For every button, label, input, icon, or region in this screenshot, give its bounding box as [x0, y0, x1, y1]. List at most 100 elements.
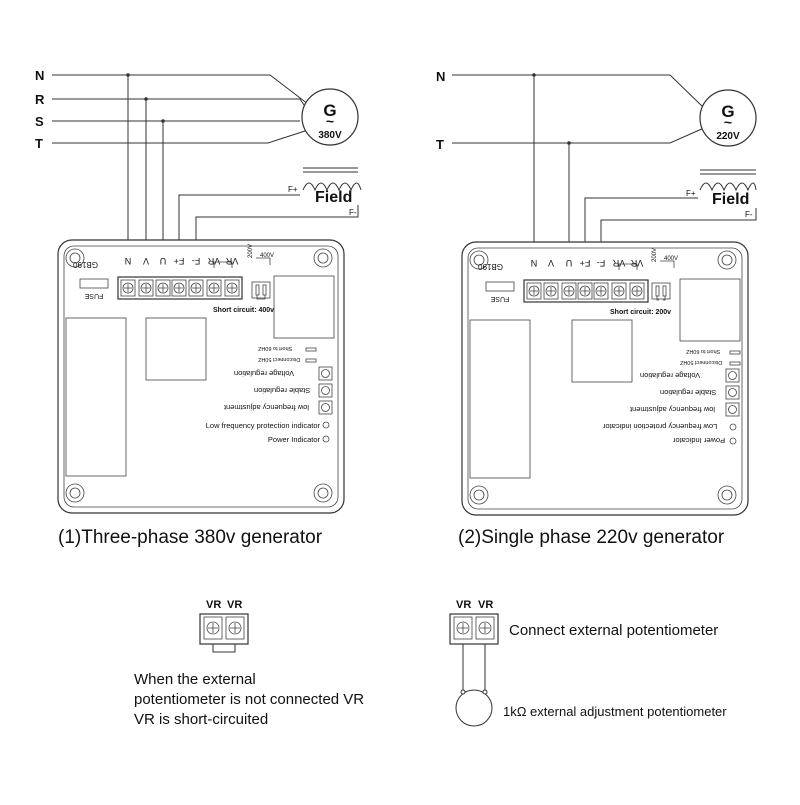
phase-line-r [52, 98, 307, 109]
diagram-caption: (1)Three-phase 380v generator [58, 527, 323, 548]
freq-disconnect-label: Disconnect 50HZ [679, 359, 722, 365]
terminal-label: VR [630, 258, 643, 268]
vr-pot-detail: VR VR Connect external potentiometer 1kΩ… [449, 599, 727, 727]
field-label: Field [315, 189, 352, 206]
component-block [273, 275, 335, 339]
vr-label: VR [456, 599, 471, 611]
phase-line-n [52, 74, 309, 105]
adjuster-label: Voltage regulation [640, 371, 700, 380]
field-minus-label: F- [349, 208, 357, 217]
component-block [571, 319, 633, 383]
phase-label: R [35, 92, 45, 107]
phase-label: N [35, 68, 44, 83]
right-diagram: N T G ~ 220V Field F+ F- [436, 69, 757, 548]
terminal-label: U [566, 258, 573, 268]
indicator-label: Low frequency protection indicator [602, 422, 717, 431]
freq-short-label: Short to 60HZ [257, 345, 292, 351]
short-circuit-note: Short circuit: 200v [610, 309, 671, 316]
component-block [469, 319, 531, 479]
vr-label: VR [206, 599, 221, 611]
terminal-label: F- [192, 256, 201, 266]
adjuster-label: low frequency adjustment [223, 403, 309, 412]
short-note-line: potentiometer is not connected VR [134, 691, 364, 708]
component-block [679, 278, 741, 342]
terminal-label: V [548, 258, 554, 268]
terminal-block [117, 276, 243, 300]
terminal-label: N [531, 258, 538, 268]
jumper-voltage: 200V [248, 244, 254, 258]
frequency-jumper: Short to 60HZ Disconnect 50HZ [257, 345, 317, 363]
board-model: GB190 [73, 260, 98, 269]
indicator-label: Low frequency protection indicator [206, 421, 321, 430]
short-note-line: VR is short-circuited [134, 711, 268, 728]
terminal-labels: N V U F+ F- VR VR [125, 256, 239, 266]
indicators: Low frequency protection indicator Power… [206, 421, 330, 444]
vr-label: VR [478, 599, 493, 611]
field-coil: Field F+ F- [288, 167, 362, 217]
diagram-caption: (2)Single phase 220v generator [458, 527, 725, 548]
adjuster-label: Stable regulation [254, 386, 310, 395]
phase-line-n [452, 74, 705, 109]
vr-label: VR [227, 599, 242, 611]
fuse-label: FUSE [84, 292, 103, 299]
field-minus-label: F- [745, 210, 753, 219]
short-note-line: When the external [134, 671, 256, 688]
generator-symbol: G ~ 220V [699, 89, 757, 147]
board-model: GB190 [478, 262, 503, 271]
phase-label: S [35, 114, 44, 129]
terminal-label: F- [597, 258, 606, 268]
indicator-label: Power Indicator [672, 436, 725, 445]
fuse-label: FUSE [490, 295, 509, 302]
pot-spec-note: 1kΩ external adjustment potentiometer [503, 704, 727, 719]
terminal-label: F+ [580, 258, 591, 268]
generator-rating: 220V [716, 131, 740, 142]
field-plus-label: F+ [288, 185, 298, 194]
frequency-jumper: Short to 60HZ Disconnect 50HZ [679, 348, 741, 366]
generator-wave: ~ [326, 113, 334, 129]
adjuster-label: low frequency adjustment [629, 405, 715, 414]
field-label: Field [712, 191, 749, 208]
fuse [485, 281, 515, 292]
regulator-board: GB190 N V U F+ F- VR VR 200V 400V [57, 239, 345, 514]
phase-line-t [452, 127, 705, 144]
terminal-label: N [125, 256, 132, 266]
adjusters: Voltage regulation Stable regulation low… [629, 368, 740, 417]
freq-short-label: Short to 60HZ [685, 348, 720, 354]
terminal-label: F+ [174, 256, 185, 266]
field-coil: Field F+ F- [686, 169, 757, 219]
adjuster-label: Stable regulation [660, 388, 716, 397]
terminal-label: VR [612, 258, 625, 268]
terminal-block [523, 279, 649, 303]
terminal-label: VR [225, 256, 238, 266]
jumper-voltage-alt: 400V [260, 253, 274, 259]
voltage-jumper [251, 281, 271, 300]
terminal-label: VR [207, 256, 220, 266]
generator-rating: 380V [318, 130, 342, 141]
terminal-label: U [160, 256, 167, 266]
potentiometer-symbol [455, 689, 493, 727]
generator-letter: G [323, 101, 336, 120]
regulator-board: GB190 N V U F+ F- VR VR 200V 400V [461, 241, 749, 516]
left-diagram: N R S T G ~ 380V Field F+ F- [35, 68, 362, 548]
generator-wave: ~ [724, 114, 732, 130]
jumper-voltage-alt: 400V [664, 256, 678, 262]
jumper-voltage: 200V [652, 248, 658, 262]
phase-label: T [436, 137, 444, 152]
indicator-label: Power Indicator [268, 435, 321, 444]
freq-disconnect-label: Disconnect 50HZ [257, 356, 300, 362]
terminal-label: V [143, 256, 149, 266]
generator-letter: G [721, 102, 734, 121]
component-block [65, 317, 127, 477]
voltage-jumper [651, 282, 671, 301]
component-block [145, 317, 207, 381]
phase-label: T [35, 136, 43, 151]
terminal-labels: N V U F+ F- VR VR [531, 258, 644, 268]
indicators: Low frequency protection indicator Power… [602, 422, 737, 445]
vr-short-detail: VR VR When the external potentiometer is… [134, 599, 364, 728]
short-circuit-note: Short circuit: 400v [213, 307, 274, 314]
adjuster-label: Voltage regulation [234, 369, 294, 378]
phase-label: N [436, 69, 445, 84]
adjusters: Voltage regulation Stable regulation low… [223, 366, 333, 415]
connect-pot-note: Connect external potentiometer [509, 622, 718, 639]
